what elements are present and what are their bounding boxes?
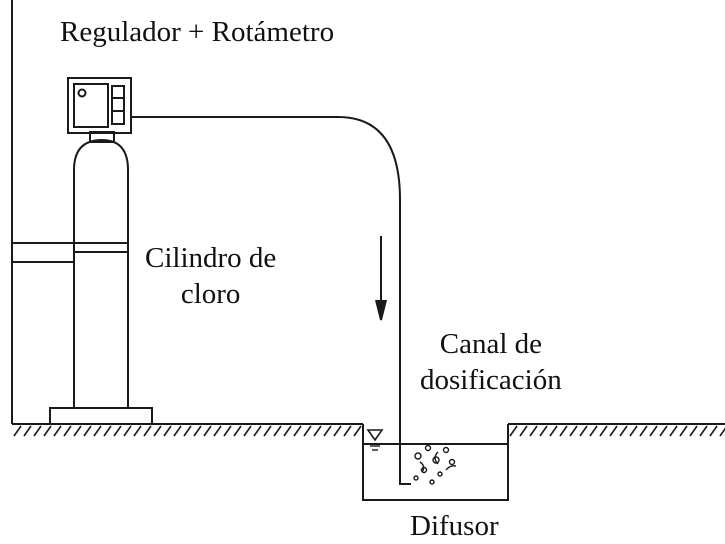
ground-hatch-mark <box>630 426 637 436</box>
ground-hatch-mark <box>64 426 71 436</box>
ground-hatch-mark <box>324 426 331 436</box>
ground-hatch-mark <box>510 426 517 436</box>
ground-hatch-mark <box>560 426 567 436</box>
dosing-channel-text-line2: dosificación <box>420 364 562 396</box>
ground-hatch-mark <box>74 426 81 436</box>
ground-hatch-mark <box>540 426 547 436</box>
chlorine-cylinder-label: Cilindro de cloro <box>145 240 276 312</box>
ground-hatch-mark <box>304 426 311 436</box>
dosing-channel <box>363 424 508 500</box>
regulator-gauge-icon <box>79 90 86 97</box>
ground-hatch-mark <box>214 426 221 436</box>
ground-hatch-mark <box>294 426 301 436</box>
flow-arrow-icon <box>376 300 386 320</box>
chlorine-cylinder-text-line1: Cilindro de <box>145 242 277 274</box>
ground-hatch-mark <box>660 426 667 436</box>
ground-hatch-mark <box>174 426 181 436</box>
ground-hatch-mark <box>94 426 101 436</box>
ground-hatching-left <box>14 426 361 436</box>
ground-hatch-mark <box>234 426 241 436</box>
ground-hatch-mark <box>204 426 211 436</box>
water-level-icon <box>368 430 382 440</box>
chlorine-cylinder <box>74 140 128 408</box>
ground-hatch-mark <box>274 426 281 436</box>
ground-hatch-mark <box>710 426 717 436</box>
ground-hatch-mark <box>670 426 677 436</box>
ground-hatch-mark <box>354 426 361 436</box>
ground-hatch-mark <box>700 426 707 436</box>
ground-hatch-mark <box>530 426 537 436</box>
ground-hatch-mark <box>84 426 91 436</box>
ground-hatch-mark <box>690 426 697 436</box>
ground-hatch-mark <box>44 426 51 436</box>
ground-hatching-right <box>510 426 725 436</box>
diffuser-label: Difusor <box>410 508 499 544</box>
ground-hatch-mark <box>144 426 151 436</box>
ground-hatch-mark <box>590 426 597 436</box>
diffuser-text: Difusor <box>410 510 499 542</box>
regulator-rotameter-box <box>68 78 131 133</box>
regulator-rotameter-label: Regulador + Rotámetro <box>60 14 334 50</box>
ground-hatch-mark <box>550 426 557 436</box>
ground-hatch-mark <box>610 426 617 436</box>
ground-hatch-mark <box>314 426 321 436</box>
ground-hatch-mark <box>264 426 271 436</box>
ground-hatch-mark <box>620 426 627 436</box>
ground-hatch-mark <box>154 426 161 436</box>
ground-hatch-mark <box>184 426 191 436</box>
ground-hatch-mark <box>680 426 687 436</box>
ground-hatch-mark <box>720 426 725 436</box>
ground-hatch-mark <box>570 426 577 436</box>
ground-hatch-mark <box>224 426 231 436</box>
ground-hatch-mark <box>34 426 41 436</box>
ground-hatch-mark <box>244 426 251 436</box>
regulator-rotameter-text: Regulador + Rotámetro <box>60 16 335 48</box>
ground-hatch-mark <box>14 426 21 436</box>
ground-hatch-mark <box>164 426 171 436</box>
regulator-panel <box>74 84 108 127</box>
ground-hatch-mark <box>104 426 111 436</box>
ground-hatch-mark <box>600 426 607 436</box>
chlorine-feed-pipe <box>131 117 411 484</box>
ground-hatch-mark <box>114 426 121 436</box>
ground-hatch-mark <box>194 426 201 436</box>
chlorine-cylinder-text-line2: cloro <box>180 278 241 310</box>
dosing-channel-label: Canal de dosificación <box>420 326 562 398</box>
cylinder-base <box>50 408 152 424</box>
ground-hatch-mark <box>520 426 527 436</box>
ground-hatch-mark <box>580 426 587 436</box>
ground-hatch-mark <box>54 426 61 436</box>
ground-hatch-mark <box>334 426 341 436</box>
ground-hatch-mark <box>284 426 291 436</box>
ground-hatch-mark <box>344 426 351 436</box>
ground-hatch-mark <box>24 426 31 436</box>
ground-hatch-mark <box>124 426 131 436</box>
dosing-channel-text-line1: Canal de <box>439 328 542 360</box>
ground-hatch-mark <box>254 426 261 436</box>
ground-hatch-mark <box>650 426 657 436</box>
ground-hatch-mark <box>134 426 141 436</box>
diffuser-bubbles <box>414 446 456 485</box>
rotameter-tube <box>112 86 124 124</box>
ground-hatch-mark <box>640 426 647 436</box>
